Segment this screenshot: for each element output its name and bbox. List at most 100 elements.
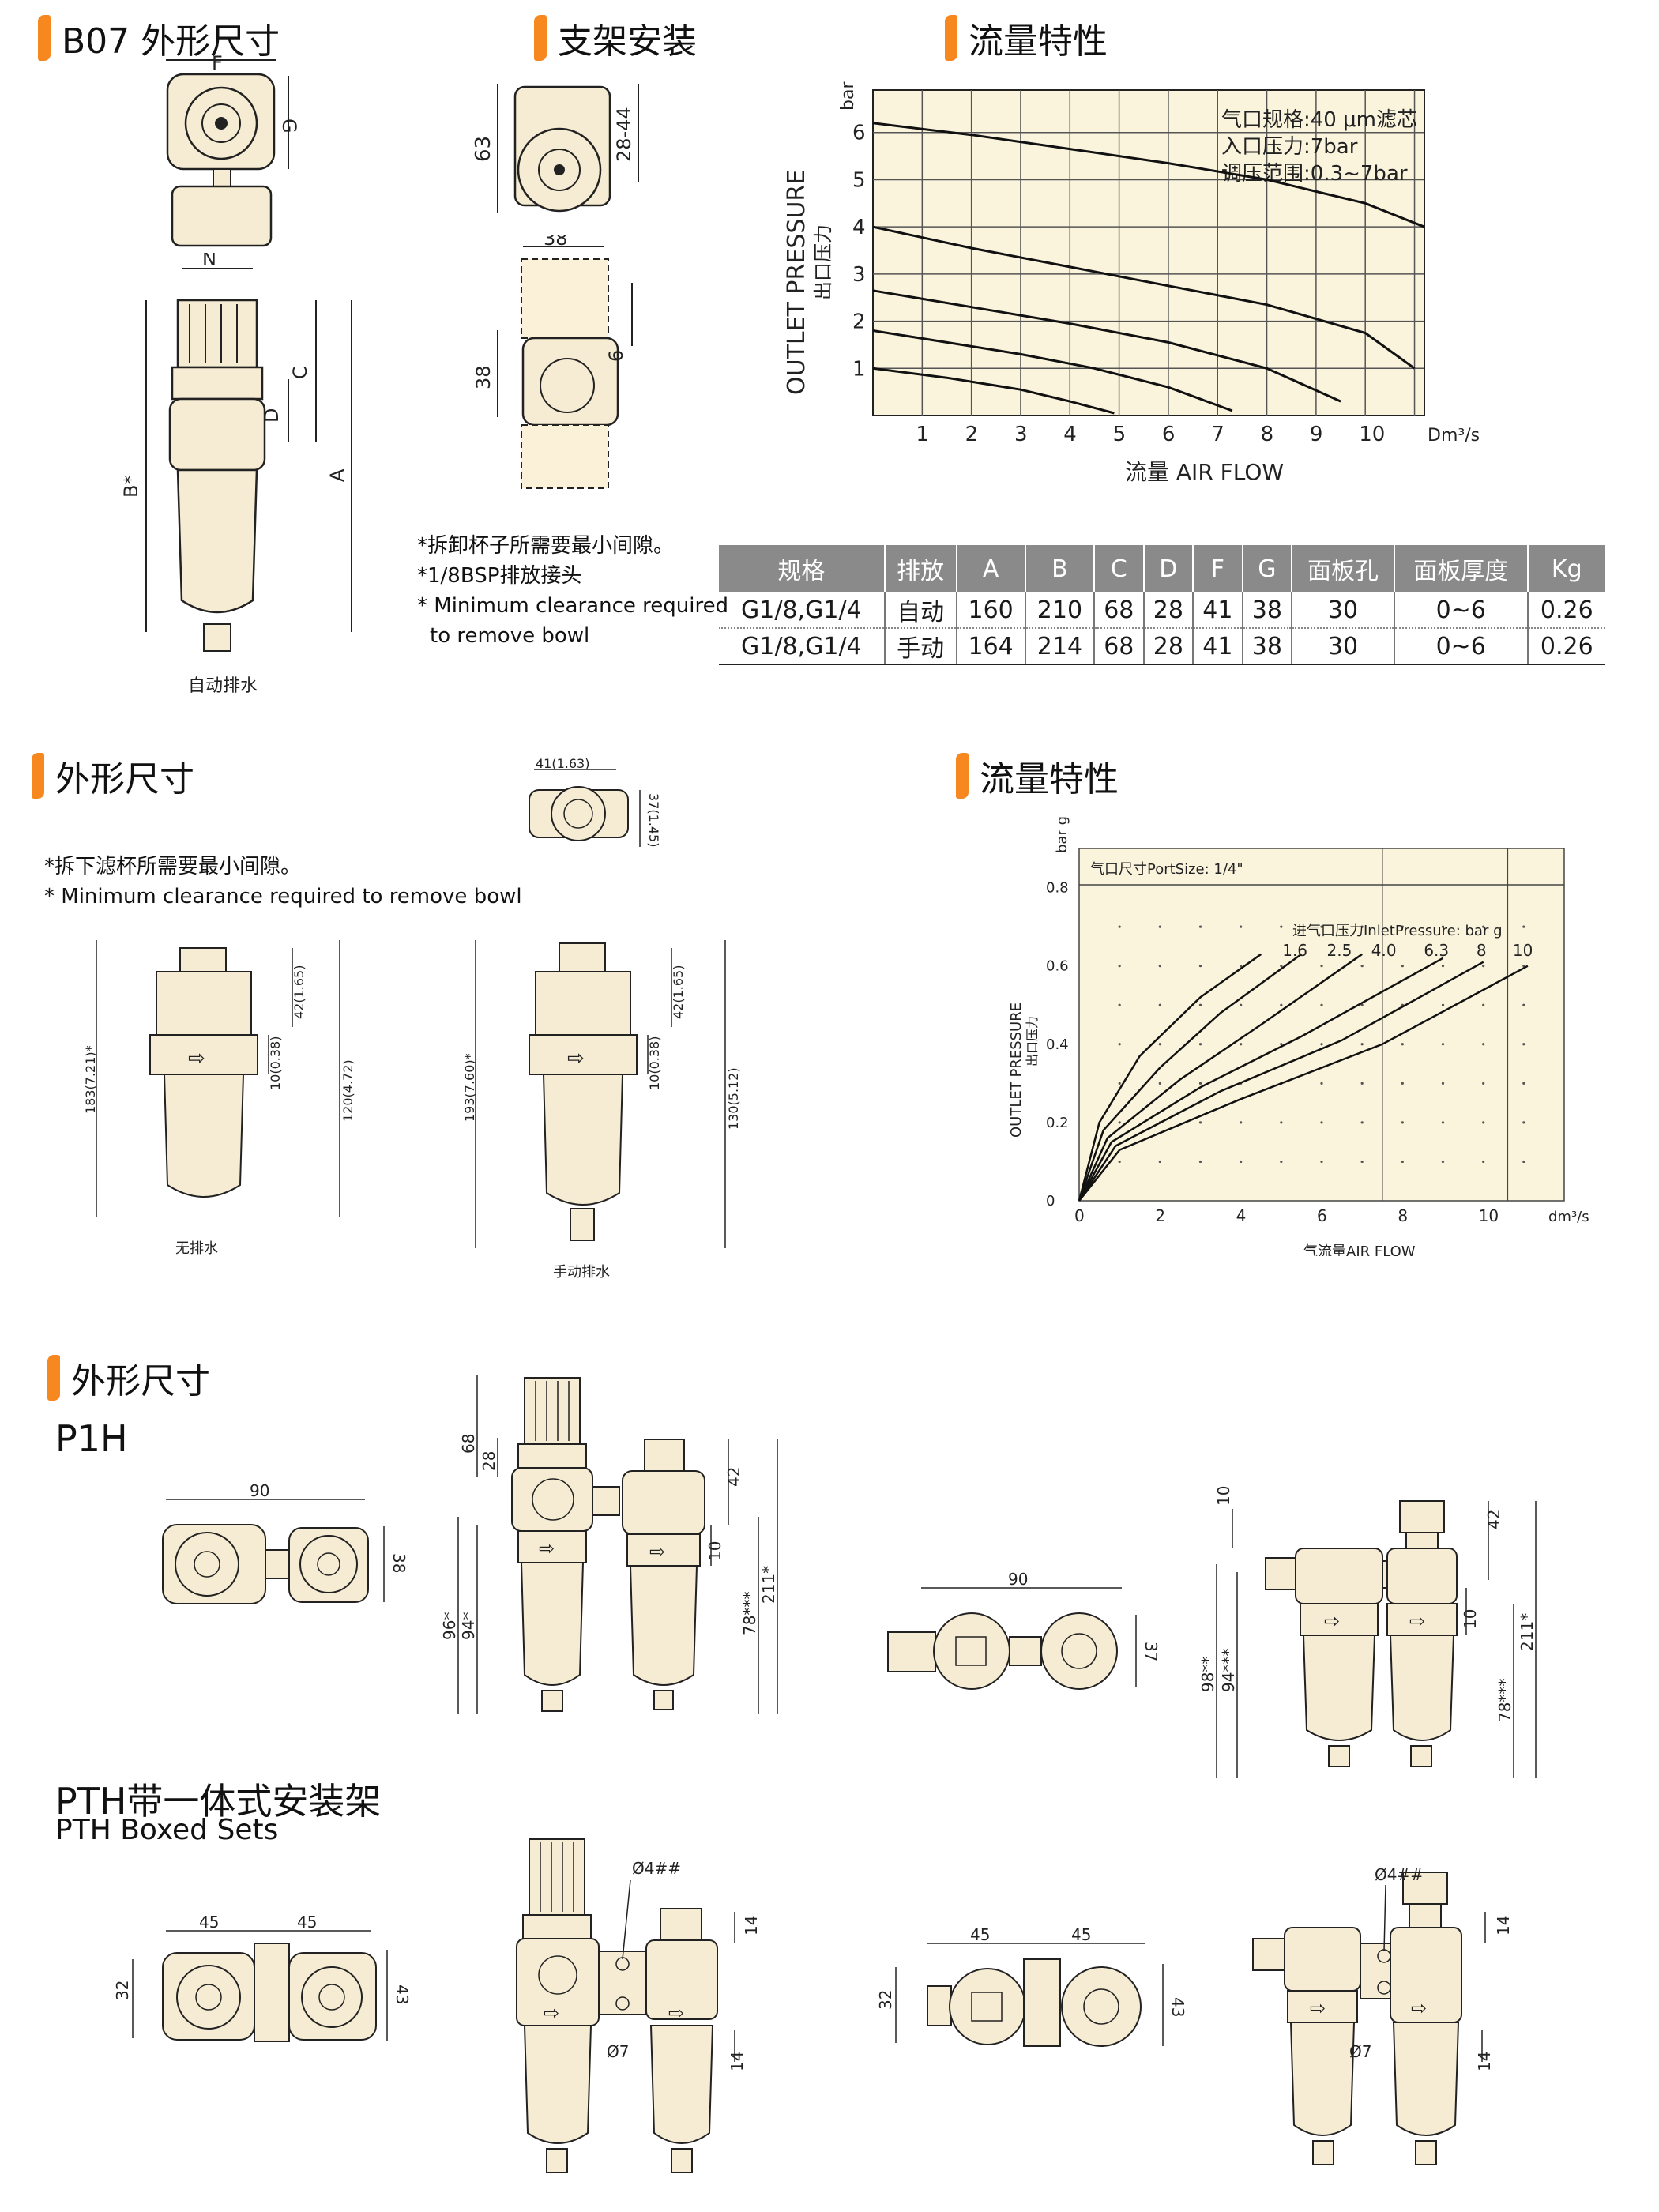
series-line xyxy=(872,329,1233,412)
y-axis-label-en: OUTLET PRESSURE xyxy=(783,170,811,395)
dim-label: 32 xyxy=(113,1981,132,2000)
chart-annotation: 气口规格:40 μm滤芯 xyxy=(1221,108,1417,132)
dim-label: G xyxy=(278,118,300,134)
dim-label: B* xyxy=(120,476,142,498)
arrow-icon: ⇨ xyxy=(567,1047,585,1070)
dim-label: 94* xyxy=(459,1612,478,1640)
grid-dot xyxy=(1158,1082,1161,1085)
grid-dot xyxy=(1441,1003,1445,1006)
dim-label: 68 xyxy=(459,1434,478,1454)
dim-label: A xyxy=(326,468,348,482)
table-cell: 30 xyxy=(1291,592,1394,629)
arrow-icon: ⇨ xyxy=(668,2002,684,2024)
y-tick-label: 3 xyxy=(852,263,866,287)
dim-label: F xyxy=(212,52,223,74)
x-tick-label: 7 xyxy=(1211,423,1224,446)
caption-no-drain: 无排水 xyxy=(175,1240,218,1257)
y-axis-label-en: OUTLET PRESSURE xyxy=(1008,1003,1025,1138)
grid-dot xyxy=(1118,1121,1121,1124)
label-p1h: P1H xyxy=(55,1417,128,1460)
y-axis-label-cn: 出口压力 xyxy=(1025,1016,1040,1066)
arrow-icon: ⇨ xyxy=(1409,1610,1425,1632)
dim-label: 183(7.21)* xyxy=(83,1045,98,1114)
grid-dot xyxy=(1320,1082,1323,1085)
grid-dot xyxy=(1240,925,1243,928)
table-cell: 41 xyxy=(1192,628,1243,665)
series-label: 2.5 xyxy=(1327,941,1352,960)
grid-dot xyxy=(1280,925,1283,928)
p1h-top-drawing-2: 90 37 xyxy=(887,1572,1161,1690)
x-unit-label: Dm³/s xyxy=(1428,426,1480,446)
p1h-side-drawing: 68 28 96* 94* ⇨ ⇨ 42 10 78*** 211* xyxy=(442,1375,778,1714)
grid-dot xyxy=(1441,1121,1445,1124)
note-line: *1/8BSP排放接头 xyxy=(417,564,582,588)
grid-dot xyxy=(1118,965,1121,968)
grid-dot xyxy=(1522,1082,1525,1085)
grid-dot xyxy=(1522,1160,1525,1164)
table-cell: 68 xyxy=(1093,592,1144,629)
grid-dot xyxy=(1240,1003,1243,1006)
x-tick-label: 8 xyxy=(1261,423,1274,446)
series-label: 10 xyxy=(1513,941,1533,960)
grid-dot xyxy=(1482,925,1485,928)
grid-dot xyxy=(1522,1121,1525,1124)
grid-dot xyxy=(1280,1160,1283,1164)
dim-label: 28 xyxy=(480,1451,498,1471)
grid-dot xyxy=(1240,1160,1243,1164)
dim-label: 38 xyxy=(389,1553,408,1573)
pth-top-drawing-2: 45 45 32 43 xyxy=(877,1928,1187,2047)
y-tick-label: 6 xyxy=(852,122,866,145)
note-line: * Minimum clearance required to remove b… xyxy=(44,885,522,908)
grid-dot xyxy=(1118,1043,1121,1046)
grid-dot xyxy=(1118,1160,1121,1164)
caption-auto-drain: 自动排水 xyxy=(188,676,258,696)
x-tick-label: 1 xyxy=(916,423,929,446)
grid-dot xyxy=(1280,1121,1283,1124)
label-pth-en: PTH Boxed Sets xyxy=(55,1814,279,1846)
x-tick-label: 6 xyxy=(1317,1206,1327,1225)
caption-manual-drain: 手动排水 xyxy=(553,1264,610,1281)
dim-label: 120(4.72) xyxy=(340,1059,356,1122)
table-cell: 68 xyxy=(1093,628,1144,665)
y-tick-label: 0.8 xyxy=(1046,880,1069,897)
y-tick-label: 1 xyxy=(852,357,866,381)
table-header-cell: G xyxy=(1241,545,1292,592)
section-title-dims-3: 外形尺寸 xyxy=(47,1352,210,1403)
grid-dot xyxy=(1320,1043,1323,1046)
dim-label: 37 xyxy=(1142,1642,1161,1661)
y-tick-label: 2 xyxy=(852,310,866,334)
p1h-top-drawing: 90 38 xyxy=(162,1481,408,1604)
section-title-bracket: 支架安装 xyxy=(534,13,697,63)
grid-dot xyxy=(1401,925,1404,928)
series-line xyxy=(872,122,1425,228)
grid-dot xyxy=(1360,925,1364,928)
dim-label: Ø4## xyxy=(632,1859,681,1878)
grid-dot xyxy=(1482,1082,1485,1085)
table-cell: G1/8,G1/4 xyxy=(719,592,885,629)
grid-dot xyxy=(1441,1160,1445,1164)
table-cell: 30 xyxy=(1291,628,1394,665)
grid-dot xyxy=(1158,925,1161,928)
dim-label: Ø7 xyxy=(607,2042,629,2061)
dim-label: 41(1.63) xyxy=(536,758,589,771)
x-axis-label: 气流量AIR FLOW xyxy=(1304,1243,1416,1256)
dim-label: Ø7 xyxy=(1349,2042,1371,2061)
dim-label: 45 xyxy=(199,1913,219,1932)
grid-dot xyxy=(1240,1121,1243,1124)
table-cell: 0.26 xyxy=(1526,628,1605,665)
dim-label: 38 xyxy=(472,365,495,389)
grid-dot xyxy=(1118,925,1121,928)
note-line: *拆下滤杯所需要最小间隙。 xyxy=(44,855,302,878)
grid-dot xyxy=(1522,1043,1525,1046)
x-tick-label: 10 xyxy=(1479,1206,1499,1225)
table-cell: 0~6 xyxy=(1393,628,1528,665)
orange-marker-icon xyxy=(32,753,44,799)
x-tick-label: 4 xyxy=(1063,423,1077,446)
table-cell: 自动 xyxy=(883,592,957,629)
orange-marker-icon xyxy=(945,15,957,61)
